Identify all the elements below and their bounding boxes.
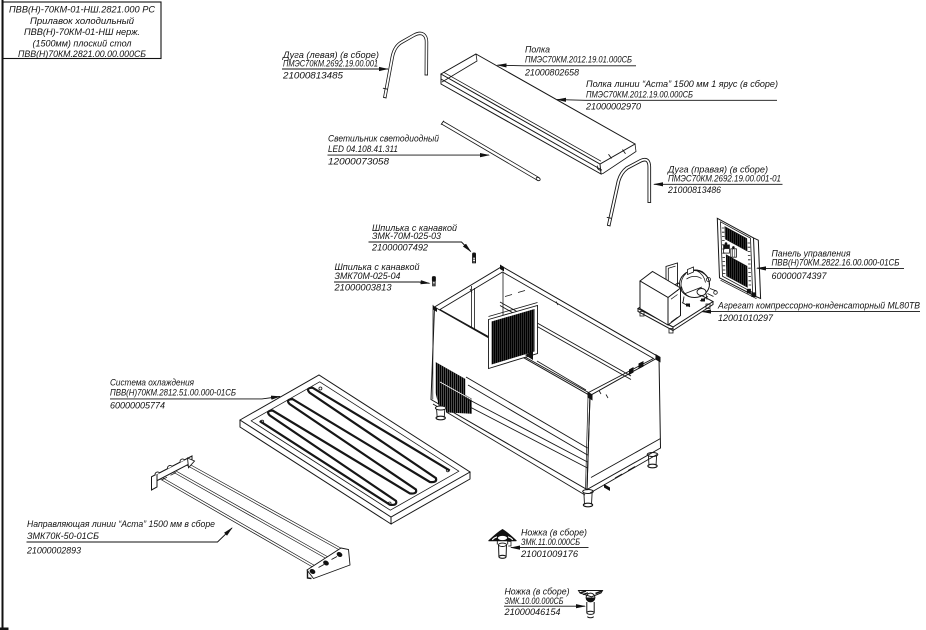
svg-text:12001010297: 12001010297	[718, 313, 774, 323]
svg-text:12000073058: 12000073058	[328, 157, 389, 167]
svg-text:Шпилька с канавкой: Шпилька с канавкой	[372, 223, 457, 233]
svg-text:21000802658: 21000802658	[524, 67, 579, 77]
svg-text:LED 04.108.41.311: LED 04.108.41.311	[328, 144, 398, 154]
svg-text:Панель управления: Панель управления	[772, 249, 851, 259]
svg-text:21000002893: 21000002893	[26, 546, 81, 556]
svg-text:Полка: Полка	[525, 45, 550, 55]
svg-text:60000005774: 60000005774	[110, 400, 165, 410]
svg-text:60000074397: 60000074397	[772, 271, 828, 281]
svg-text:21000046154: 21000046154	[503, 607, 560, 617]
svg-text:Полка линии “Аста” 1500 мм 1 я: Полка линии “Аста” 1500 мм 1 ярус (в сбо…	[586, 79, 778, 89]
svg-text:ЗМК70К-50-01СБ: ЗМК70К-50-01СБ	[27, 531, 99, 541]
svg-text:ЗМК.11.00.000СБ: ЗМК.11.00.000СБ	[521, 537, 580, 547]
svg-text:Дуга (правая) (в сборе): Дуга (правая) (в сборе)	[667, 164, 768, 174]
svg-text:Шпилька с канавкой: Шпилька с канавкой	[335, 262, 420, 272]
svg-text:ЗМК.10.00.000СБ: ЗМК.10.00.000СБ	[505, 596, 564, 606]
svg-text:ПМЭС70КМ.2692.19.00.001: ПМЭС70КМ.2692.19.00.001	[283, 58, 378, 68]
svg-text:ПМЭС70КМ.2012.19.00.000СБ: ПМЭС70КМ.2012.19.00.000СБ	[586, 89, 693, 99]
svg-text:ПМЭС70КМ.2012.19.01.000СБ: ПМЭС70КМ.2012.19.01.000СБ	[525, 55, 632, 65]
svg-text:Агрегат компрессорно-конденсат: Агрегат компрессорно-конденсаторный ML80…	[717, 301, 920, 311]
svg-text:21000813486: 21000813486	[667, 185, 721, 195]
svg-text:Ножка (в сборе): Ножка (в сборе)	[521, 528, 587, 538]
svg-text:21000003813: 21000003813	[333, 282, 391, 292]
svg-text:ПВВ(Н)-70КМ-01-НШ нерж.: ПВВ(Н)-70КМ-01-НШ нерж.	[24, 27, 140, 38]
svg-text:ПВВ(Н)70КМ.2821.00.00.000СБ: ПВВ(Н)70КМ.2821.00.00.000СБ	[18, 49, 146, 60]
svg-text:Направляющая линии “Аста” 1500: Направляющая линии “Аста” 1500 мм в сбор…	[27, 519, 215, 529]
svg-text:(1500мм) плоский стол: (1500мм) плоский стол	[33, 38, 133, 49]
svg-text:Ножка (в сборе): Ножка (в сборе)	[505, 587, 570, 597]
svg-text:21000813485: 21000813485	[282, 70, 344, 80]
svg-text:ПМЭС70КМ.2692.19.00.001-01: ПМЭС70КМ.2692.19.00.001-01	[668, 173, 781, 183]
svg-text:Прилавок холодильный: Прилавок холодильный	[30, 16, 135, 27]
svg-text:ПВВ(Н)-70КМ-01-НШ.2821.000 РС: ПВВ(Н)-70КМ-01-НШ.2821.000 РС	[9, 5, 155, 16]
svg-text:Дуга (левая) (в сборе): Дуга (левая) (в сборе)	[282, 50, 379, 60]
svg-text:ЗМК-70М-025-03: ЗМК-70М-025-03	[372, 231, 441, 241]
svg-text:ПВВ(Н)70КМ.2812.51.00.000-01СБ: ПВВ(Н)70КМ.2812.51.00.000-01СБ	[110, 388, 236, 398]
svg-text:21000007492: 21000007492	[371, 243, 428, 253]
svg-text:ПВВ(Н)70КМ.2822.16.00.000-01СБ: ПВВ(Н)70КМ.2822.16.00.000-01СБ	[772, 258, 900, 268]
svg-text:ЗМК70М-025-04: ЗМК70М-025-04	[335, 271, 401, 281]
svg-text:Система охлаждения: Система охлаждения	[110, 377, 194, 387]
svg-text:21000002970: 21000002970	[585, 102, 641, 112]
svg-text:21001009176: 21001009176	[520, 549, 578, 559]
svg-text:Светильник светодиодный: Светильник светодиодный	[328, 134, 439, 144]
